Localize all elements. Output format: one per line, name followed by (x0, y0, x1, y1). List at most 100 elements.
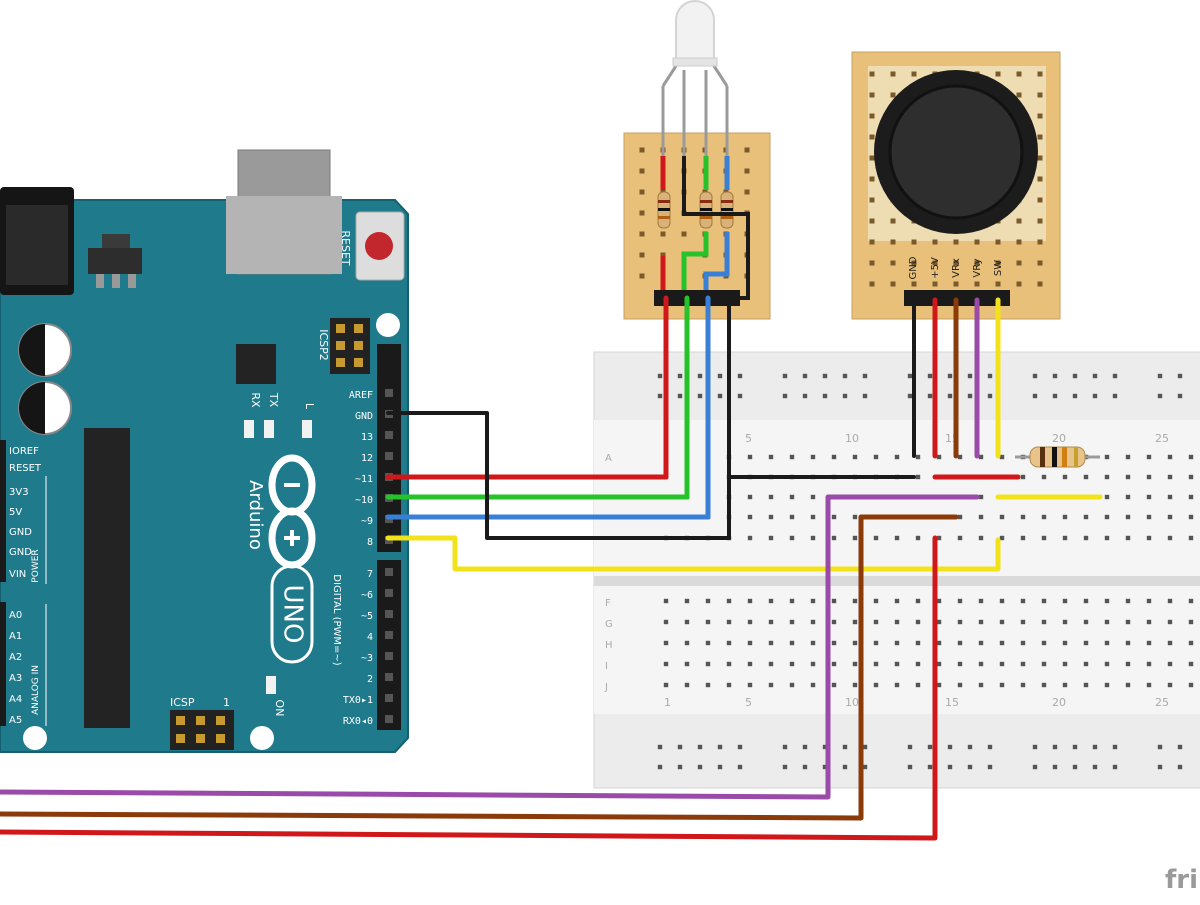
joystick-pin-5v: +5V (930, 257, 941, 279)
breadboard-hole (789, 494, 795, 500)
breadboard-hole (747, 494, 753, 500)
power-rail-hole (967, 373, 973, 379)
icsp2-label: ICSP2 (317, 329, 330, 361)
power-rail-hole (717, 373, 723, 379)
breadboard-hole (1104, 514, 1110, 520)
digital-pwm-label: DIGITAL (PWM=~) (331, 574, 342, 665)
breadboard-hole (768, 661, 774, 667)
breadboard-hole (957, 535, 963, 541)
breadboard-col-number-bottom-15: 15 (945, 696, 959, 709)
perf-hole (890, 260, 896, 266)
icsp-pin1-label: 1 (223, 696, 230, 709)
breadboard-hole (768, 640, 774, 646)
icsp2-header (330, 318, 370, 374)
perf-hole (869, 281, 875, 287)
breadboard-hole (978, 682, 984, 688)
breadboard-hole (684, 598, 690, 604)
breadboard-hole (915, 619, 921, 625)
led-module-header (654, 290, 740, 306)
breadboard-hole (789, 535, 795, 541)
led-perfboard (623, 132, 771, 320)
breadboard-hole (789, 619, 795, 625)
power-rail-hole (927, 744, 933, 750)
analog-pin-a4: A4 (9, 694, 22, 705)
breadboard-hole (1188, 661, 1194, 667)
breadboard-hole (1146, 640, 1152, 646)
breadboard-hole (747, 454, 753, 460)
power-rail-hole (1032, 373, 1038, 379)
breadboard-hole (1167, 454, 1173, 460)
power-rail-hole (1177, 393, 1183, 399)
power-rail-hole (1092, 744, 1098, 750)
breadboard-hole (978, 661, 984, 667)
breadboard-hole (1104, 640, 1110, 646)
breadboard-hole (663, 640, 669, 646)
perf-hole (869, 155, 875, 161)
power-rail-hole (967, 744, 973, 750)
breadboard-hole (852, 682, 858, 688)
breadboard-hole (768, 514, 774, 520)
power-rail-hole (697, 393, 703, 399)
breadboard-hole (831, 454, 837, 460)
power-rail-hole (697, 373, 703, 379)
breadboard-hole (852, 454, 858, 460)
power-rail-hole (1072, 373, 1078, 379)
breadboard-hole (894, 454, 900, 460)
led-resistor-3 (720, 191, 734, 229)
breadboard-hole (978, 598, 984, 604)
breadboard-hole (1167, 661, 1173, 667)
perf-hole (1016, 281, 1022, 287)
power-rail-hole (1032, 744, 1038, 750)
breadboard-col-number-bottom-10: 10 (845, 696, 859, 709)
breadboard-hole (747, 640, 753, 646)
joystick-knob[interactable] (874, 70, 1038, 234)
mounting-hole (23, 726, 47, 750)
pin-socket (385, 694, 393, 702)
power-rail-hole (822, 744, 828, 750)
breadboard-hole (1167, 598, 1173, 604)
power-rail-hole (842, 764, 848, 770)
perf-hole (890, 92, 896, 98)
breadboard-hole (831, 514, 837, 520)
breadboard-hole (768, 494, 774, 500)
breadboard-hole (915, 598, 921, 604)
power-rail-hole (1032, 393, 1038, 399)
breadboard-hole (1125, 494, 1131, 500)
breadboard-hole (1146, 619, 1152, 625)
power-pin-reset: RESET (9, 463, 42, 474)
breadboard-hole (894, 598, 900, 604)
breadboard-hole (1125, 514, 1131, 520)
power-rail-hole (987, 744, 993, 750)
breadboard-hole (747, 661, 753, 667)
breadboard-hole (810, 494, 816, 500)
on-label: ON (273, 700, 286, 717)
power-rail-hole (862, 744, 868, 750)
led-resistor-1 (657, 191, 671, 229)
perf-hole (660, 231, 666, 237)
breadboard-hole (852, 535, 858, 541)
perf-hole (932, 239, 938, 245)
power-rail-hole (802, 393, 808, 399)
perf-hole (1037, 239, 1043, 245)
breadboard-col-number-25: 25 (1155, 432, 1169, 445)
breadboard-row-label-h: H (605, 640, 613, 651)
power-rail-hole (737, 373, 743, 379)
breadboard-hole (831, 640, 837, 646)
breadboard-row-label-f: F (605, 598, 611, 609)
breadboard-hole (1125, 661, 1131, 667)
perf-hole (995, 260, 1001, 266)
breadboard-hole (1188, 514, 1194, 520)
power-rail-hole (907, 744, 913, 750)
breadboard-hole (789, 514, 795, 520)
breadboard-hole (1188, 454, 1194, 460)
breadboard-hole (1020, 682, 1026, 688)
power-rail-hole (1112, 744, 1118, 750)
wires (0, 295, 1103, 841)
breadboard-hole (999, 535, 1005, 541)
breadboard-col-number-5: 5 (745, 432, 752, 445)
breadboard-hole (1104, 619, 1110, 625)
power-rail-hole (657, 373, 663, 379)
uno-badge (270, 564, 314, 664)
breadboard-hole (957, 682, 963, 688)
power-rail-hole (907, 373, 913, 379)
